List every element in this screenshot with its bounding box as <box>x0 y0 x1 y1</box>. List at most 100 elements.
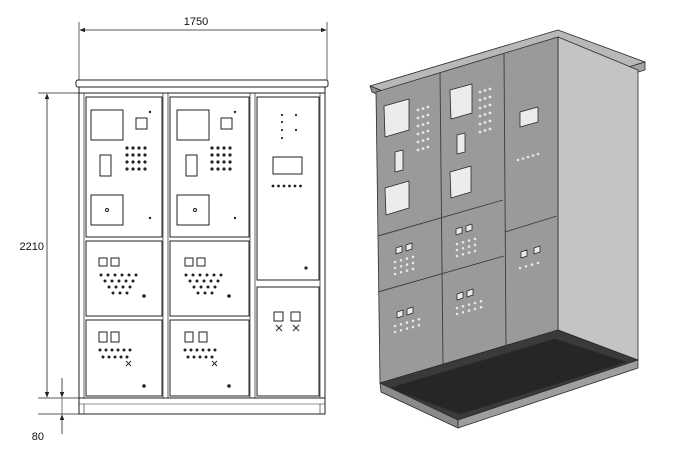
panel-hole <box>188 279 192 283</box>
iso-hole <box>393 266 397 270</box>
iso-hole <box>405 327 409 330</box>
iso-hole <box>483 121 487 124</box>
panel-hole <box>228 160 232 164</box>
panel-hole <box>216 160 220 164</box>
panel-hole <box>199 285 203 289</box>
panel-hole <box>280 128 284 132</box>
panel-hole <box>207 348 211 352</box>
iso-hole <box>461 311 465 314</box>
panel-hole <box>293 184 297 188</box>
cabinet-base <box>78 397 326 415</box>
panel-hole <box>125 146 129 150</box>
panel-hole <box>142 384 146 388</box>
panel-hole <box>131 167 135 171</box>
iso-hole <box>483 105 487 108</box>
iso-hole <box>488 87 492 91</box>
panel-hole <box>131 153 135 157</box>
iso-hole <box>416 140 420 144</box>
iso-hole <box>426 121 430 125</box>
door-col1-top <box>85 96 163 238</box>
panel-hole <box>280 120 284 124</box>
panel-hole <box>216 279 220 283</box>
iso-hole <box>461 305 465 308</box>
panel-hole <box>277 184 280 188</box>
iso-hole <box>488 111 492 115</box>
iso-hole <box>524 265 528 268</box>
panel-hole <box>216 146 220 150</box>
panel-hole <box>137 167 141 171</box>
iso-hole <box>473 307 477 311</box>
panel-hole <box>228 153 232 157</box>
panel-hole <box>216 153 220 157</box>
panel-hole <box>294 113 298 117</box>
panel-hole <box>205 273 209 277</box>
cabinet-frame <box>78 92 326 399</box>
iso-hole <box>393 260 397 264</box>
panel-hole <box>125 160 129 164</box>
panel-hole <box>280 113 284 117</box>
iso-hole <box>455 248 459 252</box>
panel-hole <box>222 167 226 171</box>
iso-hole <box>488 103 492 107</box>
panel-hole <box>148 110 152 114</box>
panel-hole <box>227 384 231 388</box>
panel-hole <box>210 291 214 295</box>
panel-hole <box>201 348 205 352</box>
panel-hole <box>131 146 135 150</box>
iso-hole <box>478 114 482 118</box>
iso-hole <box>426 145 430 149</box>
iso-hole <box>421 123 425 126</box>
door-col3-bottom <box>256 286 320 397</box>
panel-hole <box>212 273 216 277</box>
panel-hole <box>125 291 129 295</box>
iso-hole <box>426 137 430 141</box>
iso-hole <box>455 312 459 316</box>
panel-hole <box>183 348 187 352</box>
iso-hole <box>455 306 459 310</box>
iso-hole <box>393 324 397 328</box>
iso-hole <box>421 147 425 150</box>
iso-hole <box>521 157 525 160</box>
panel-hole <box>128 285 132 289</box>
iso-hole <box>417 317 421 321</box>
iso-hole <box>399 323 403 326</box>
front-elevation-drawing <box>38 22 329 434</box>
side-panel <box>557 36 639 361</box>
iso-hole <box>526 155 530 159</box>
iso-hole <box>405 321 409 324</box>
iso-hole <box>411 267 415 271</box>
panel-hole <box>280 136 284 140</box>
iso-hole <box>516 158 520 162</box>
panel-hole <box>143 146 147 150</box>
panel-hole <box>202 279 206 283</box>
iso-hole <box>426 113 430 117</box>
panel-hole <box>107 285 111 289</box>
iso-hole <box>479 299 483 303</box>
iso-hole <box>416 132 420 136</box>
panel-hole <box>124 279 128 283</box>
isometric-holes <box>393 87 540 334</box>
panel-hole <box>210 167 214 171</box>
panel-hole <box>131 279 135 283</box>
iso-hole <box>478 122 482 126</box>
panel-hole <box>113 355 117 359</box>
iso-hole <box>478 106 482 110</box>
panel-hole <box>131 160 135 164</box>
panel-hole <box>222 160 226 164</box>
iso-hole <box>455 254 459 258</box>
width-dimension <box>78 22 328 80</box>
roof-frame <box>78 86 326 94</box>
iso-hole <box>393 272 397 276</box>
door-col2-mid <box>169 240 250 317</box>
panel-hole <box>304 266 308 270</box>
iso-hole <box>531 154 535 157</box>
panel-hole <box>148 216 152 220</box>
panel-hole <box>198 273 202 277</box>
iso-hole <box>467 251 471 254</box>
iso-hole <box>488 127 492 131</box>
panel-hole <box>209 279 213 283</box>
panel-hole <box>213 348 217 352</box>
panel-hole <box>128 348 132 352</box>
panel-hole <box>110 348 114 352</box>
iso-hole <box>417 323 421 327</box>
